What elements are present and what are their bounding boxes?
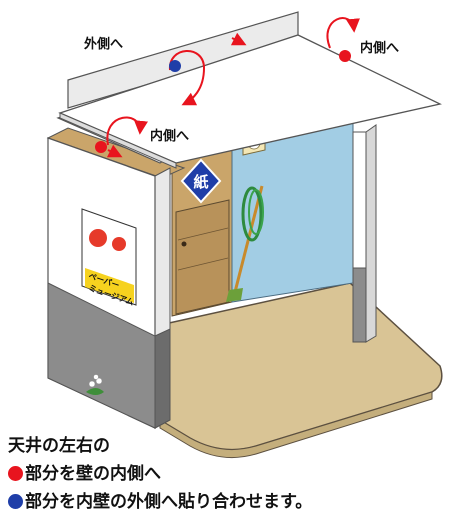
blue-dot-legend-icon — [8, 494, 23, 509]
small-arrow-left-flap — [106, 144, 123, 158]
label-inner-left: 内側へ — [150, 128, 189, 144]
flower-plant — [86, 374, 104, 395]
label-outer: 外側へ — [83, 36, 123, 52]
red-dot-legend-icon — [8, 466, 23, 481]
right-post-base — [352, 267, 367, 343]
door-line — [177, 257, 229, 271]
door-knob — [181, 241, 187, 247]
right-post-side — [365, 124, 377, 343]
floor-edge — [159, 391, 433, 459]
door-line — [177, 227, 229, 241]
straight-arrow-outer — [230, 32, 247, 46]
curved-arrow-outer — [168, 50, 206, 106]
left-wall-gray-base-side — [154, 328, 171, 429]
blue-dot-marker — [169, 60, 181, 72]
caption-line3: 部分を内壁の外側へ貼り合わせます。 — [25, 492, 313, 512]
back-door — [175, 199, 230, 315]
broom-and-hose — [226, 185, 264, 302]
caption-line2: 部分を壁の内側へ — [25, 464, 161, 484]
caption-line2-row: 部分を壁の内側へ — [8, 459, 161, 484]
curved-arrow-inner-right — [326, 17, 360, 49]
diamond-sign: 紙 — [180, 158, 222, 204]
caption-line1: 天井の左右の — [8, 436, 110, 456]
ceiling-sheet-edge — [59, 112, 177, 169]
label-inner-right: 内側へ — [360, 40, 399, 56]
curved-arrow-inner-left — [106, 116, 148, 146]
sign-glyph: 紙 — [193, 173, 208, 191]
red-dot-marker-right — [339, 50, 351, 62]
caption-line3-row: 部分を内壁の外側へ貼り合わせます。 — [8, 487, 312, 512]
red-dot-marker-left — [95, 141, 107, 153]
